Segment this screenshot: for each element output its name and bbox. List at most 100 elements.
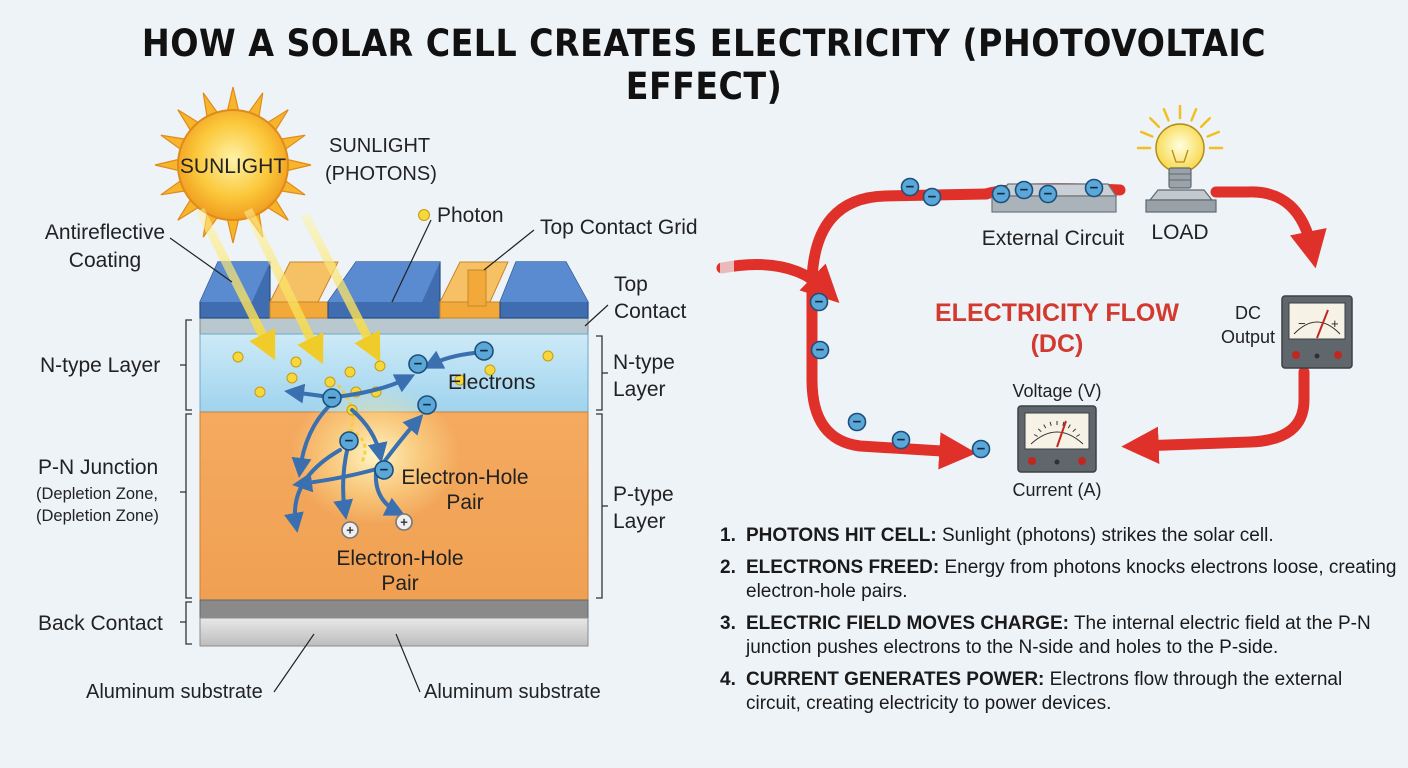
sun: SUNLIGHT bbox=[154, 86, 312, 244]
electron-sign: − bbox=[977, 441, 986, 458]
top-contact-label-1: Top bbox=[614, 273, 648, 296]
step-text: Sunlight (photons) strikes the solar cel… bbox=[936, 525, 1274, 546]
electron-sign: − bbox=[997, 186, 1006, 203]
bulb-ray bbox=[1199, 117, 1211, 129]
bulb-ray bbox=[1149, 117, 1161, 129]
dc-output-meter: − + bbox=[1281, 295, 1353, 369]
electron: − bbox=[1038, 184, 1058, 204]
electron-hole-pair-bottom-label-2: Pair bbox=[381, 572, 418, 595]
page-title: HOW A SOLAR CELL CREATES ELECTRICITY (PH… bbox=[141, 22, 1267, 108]
bulb-ray bbox=[1162, 107, 1170, 122]
dc-output-label-2: Output bbox=[1221, 327, 1275, 347]
back-contact-label: Back Contact bbox=[38, 612, 163, 635]
electron-sign: − bbox=[815, 294, 824, 311]
step-number: 3. bbox=[720, 613, 736, 634]
electricity-flow-title-2: (DC) bbox=[1031, 330, 1084, 358]
voltage-meter-ticks bbox=[1033, 421, 1081, 437]
electrons-in-cell: −−−−−− bbox=[322, 341, 494, 480]
electron: − bbox=[900, 177, 920, 197]
n-type-layer-right-label-2: Layer bbox=[613, 378, 666, 401]
photon-dot bbox=[324, 376, 336, 388]
electron-sign: − bbox=[345, 433, 354, 450]
steps-list: 1.PHOTONS HIT CELL: Sunlight (photons) s… bbox=[720, 524, 1400, 724]
electron-sign: − bbox=[328, 390, 337, 407]
electron: − bbox=[322, 388, 342, 408]
electron: − bbox=[339, 431, 359, 451]
pn-junction-label-2: (Depletion Zone, bbox=[36, 485, 158, 503]
meter-tick bbox=[1072, 428, 1077, 433]
step-text: Energy from photons knocks electrons loo… bbox=[746, 557, 1397, 602]
back-contact-layer bbox=[199, 599, 589, 619]
voltage-current-meter bbox=[1017, 405, 1097, 473]
holes-in-cell: ++ bbox=[341, 513, 413, 539]
electron-sign: − bbox=[897, 432, 906, 449]
step-heading: ELECTRONS FREED: bbox=[746, 557, 940, 578]
photon-dot bbox=[286, 372, 298, 384]
hole-sign: + bbox=[346, 523, 354, 538]
current-label: Current (A) bbox=[1012, 480, 1101, 500]
electron-sign: − bbox=[1090, 180, 1099, 197]
bulb-ray bbox=[1206, 130, 1221, 138]
step-4: 4.CURRENT GENERATES POWER: Electrons flo… bbox=[720, 668, 1400, 716]
photon-dot bbox=[290, 356, 302, 368]
pn-junction-label-3: (Depletion Zone) bbox=[36, 507, 159, 525]
step-1: 1.PHOTONS HIT CELL: Sunlight (photons) s… bbox=[720, 524, 1400, 548]
step-number: 1. bbox=[720, 525, 736, 546]
meter-tick bbox=[1076, 434, 1081, 437]
electron: − bbox=[991, 184, 1011, 204]
electron-sign: − bbox=[853, 414, 862, 431]
electron-sign: − bbox=[816, 342, 825, 359]
antireflective-label-2: Coating bbox=[69, 249, 141, 272]
electrons-in-wire: −−−−−−−−−−− bbox=[809, 177, 1104, 459]
bulb-ray bbox=[1139, 130, 1154, 138]
sun-label: SUNLIGHT bbox=[180, 155, 286, 178]
electron-hole-pair-right-label-2: Pair bbox=[446, 491, 483, 514]
electron-hole-pair-right-label-1: Electron-Hole bbox=[401, 466, 528, 489]
charge-arrows bbox=[284, 350, 476, 533]
photon-dot bbox=[374, 360, 386, 372]
photon-dot bbox=[254, 386, 266, 398]
load-label: LOAD bbox=[1151, 221, 1208, 244]
n-type-layer-left-label: N-type Layer bbox=[40, 354, 160, 377]
photon-dot bbox=[232, 351, 244, 363]
dc-meter-minus: − bbox=[1298, 316, 1306, 331]
sunlight-photons-label-1: SUNLIGHT bbox=[329, 135, 430, 157]
hole: + bbox=[395, 513, 413, 531]
electron-sign: − bbox=[423, 397, 432, 414]
meter-tick bbox=[1037, 428, 1042, 433]
electron-hole-pair-bottom-label-1: Electron-Hole bbox=[336, 547, 463, 570]
left-brackets bbox=[180, 319, 192, 645]
dc-meter-plus: + bbox=[1331, 316, 1339, 331]
electricity-flow-title-1: ELECTRICITY FLOW bbox=[935, 299, 1179, 327]
meter-tick bbox=[1043, 424, 1047, 429]
photon-dot bbox=[542, 350, 554, 362]
step-3: 3.ELECTRIC FIELD MOVES CHARGE: The inter… bbox=[720, 612, 1400, 660]
meter-tick bbox=[1033, 434, 1038, 437]
meter-tick bbox=[1067, 424, 1071, 429]
sunlight-photons-label-2: (PHOTONS) bbox=[325, 163, 437, 185]
load-bulb bbox=[1145, 123, 1217, 213]
aluminum-substrate-right-label: Aluminum substrate bbox=[424, 681, 601, 703]
antireflective-label-1: Antireflective bbox=[45, 221, 165, 244]
solar-cell: −−−−−− ++ bbox=[195, 207, 589, 647]
electron-sign: − bbox=[414, 356, 423, 373]
p-type-layer-right-label-1: P-type bbox=[613, 483, 674, 506]
photon-dot bbox=[484, 364, 496, 376]
electron: − bbox=[417, 395, 437, 415]
aluminum-substrate-left-label: Aluminum substrate bbox=[86, 681, 263, 703]
electron: − bbox=[891, 430, 911, 450]
step-text: The internal electric field at the P-N j… bbox=[746, 613, 1371, 658]
photon-legend-dot bbox=[418, 209, 430, 221]
top-contact-label-2: Contact bbox=[614, 300, 687, 323]
electron: − bbox=[809, 292, 829, 312]
top-grid bbox=[199, 261, 589, 319]
step-2: 2.ELECTRONS FREED: Energy from photons k… bbox=[720, 556, 1400, 604]
step-heading: CURRENT GENERATES POWER: bbox=[746, 669, 1045, 690]
electron-sign: − bbox=[1044, 186, 1053, 203]
electron-sign: − bbox=[928, 189, 937, 206]
electron: − bbox=[408, 354, 428, 374]
electron: − bbox=[922, 187, 942, 207]
electron: − bbox=[1014, 180, 1034, 200]
bulb-ray bbox=[1190, 107, 1198, 122]
electron: − bbox=[810, 340, 830, 360]
